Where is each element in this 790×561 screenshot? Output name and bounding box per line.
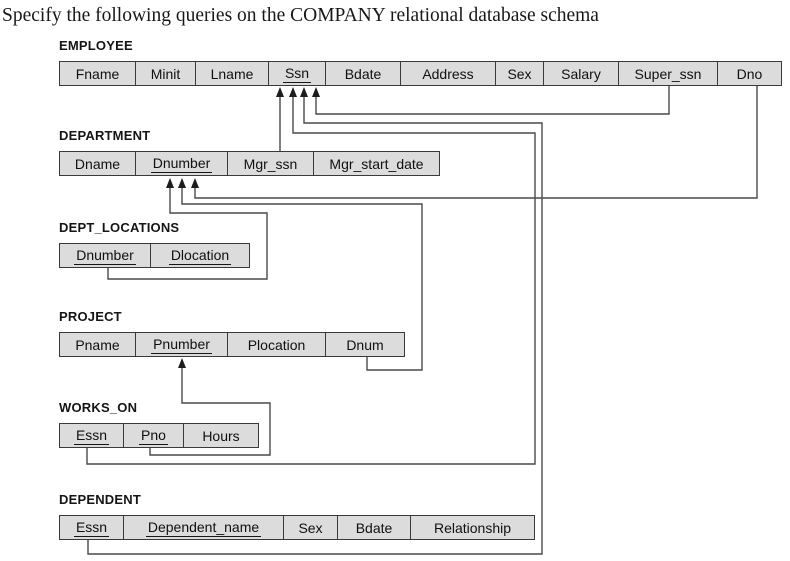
- column-project-pnumber: Pnumber: [136, 333, 228, 356]
- table-works-on-name: WORKS_ON: [59, 400, 138, 415]
- table-works-on: WORKS_ON Essn Pno Hours: [59, 400, 259, 448]
- table-employee-name: EMPLOYEE: [59, 38, 133, 53]
- column-dependent-relationship: Relationship: [433, 519, 512, 536]
- column-works-on-pno: Pno: [124, 424, 184, 447]
- column-dependent-dependent-name: Dependent_name: [124, 516, 284, 539]
- column-dept-locations-dlocation: Dlocation: [168, 246, 232, 265]
- table-project-row: Pname Pnumber Plocation Dnum: [59, 332, 405, 357]
- table-dependent-name: DEPENDENT: [59, 492, 141, 507]
- table-department-name: DEPARTMENT: [59, 128, 151, 143]
- column-employee-minit: Minit: [136, 62, 196, 85]
- table-dept-locations-name: DEPT_LOCATIONS: [59, 220, 180, 235]
- table-department: DEPARTMENT Dname Dnumber Mgr_ssn Mgr_sta…: [59, 128, 440, 176]
- column-project-dnum: Dnum: [346, 336, 384, 353]
- column-employee-dno: Dno: [736, 65, 763, 82]
- column-employee-bdate: Bdate: [326, 62, 401, 85]
- column-employee-ssn: Ssn: [269, 62, 326, 85]
- column-project-plocation: Plocation: [228, 333, 326, 356]
- table-project-name: PROJECT: [59, 309, 122, 324]
- column-department-mgr-start-date: Mgr_start_date: [329, 155, 424, 172]
- column-project-pname: Pname: [60, 333, 136, 356]
- column-works-on-essn: Essn: [60, 424, 124, 447]
- table-dept-locations: DEPT_LOCATIONS Dnumber Dlocation: [59, 220, 250, 268]
- column-dependent-essn: Essn: [60, 516, 124, 539]
- column-employee-super-ssn: Super_ssn: [619, 62, 718, 85]
- column-employee-lname: Lname: [196, 62, 269, 85]
- column-employee-sex: Sex: [496, 62, 544, 85]
- column-employee-salary: Salary: [544, 62, 619, 85]
- table-dept-locations-row: Dnumber Dlocation: [59, 243, 250, 268]
- column-dependent-sex: Sex: [284, 516, 338, 539]
- table-department-row: Dname Dnumber Mgr_ssn Mgr_start_date: [59, 151, 440, 176]
- table-employee-row: Fname Minit Lname Ssn Bdate Address Sex …: [59, 61, 782, 86]
- table-project: PROJECT Pname Pnumber Plocation Dnum: [59, 309, 405, 357]
- table-works-on-row: Essn Pno Hours: [59, 423, 259, 448]
- column-employee-fname: Fname: [60, 62, 136, 85]
- column-department-dnumber: Dnumber: [136, 152, 228, 175]
- table-employee: EMPLOYEE Fname Minit Lname Ssn Bdate Add…: [59, 38, 782, 86]
- fk-super-ssn-to-ssn: [312, 86, 670, 115]
- column-department-mgr-ssn: Mgr_ssn: [228, 152, 314, 175]
- table-dependent: DEPENDENT Essn Dependent_name Sex Bdate …: [59, 492, 535, 540]
- column-employee-address: Address: [401, 62, 496, 85]
- column-department-dname: Dname: [60, 152, 136, 175]
- page-title: Specify the following queries on the COM…: [2, 5, 599, 26]
- column-works-on-hours: Hours: [202, 427, 240, 444]
- column-dept-locations-dnumber: Dnumber: [60, 244, 151, 267]
- table-dependent-row: Essn Dependent_name Sex Bdate Relationsh…: [59, 515, 535, 540]
- column-dependent-bdate: Bdate: [338, 516, 411, 539]
